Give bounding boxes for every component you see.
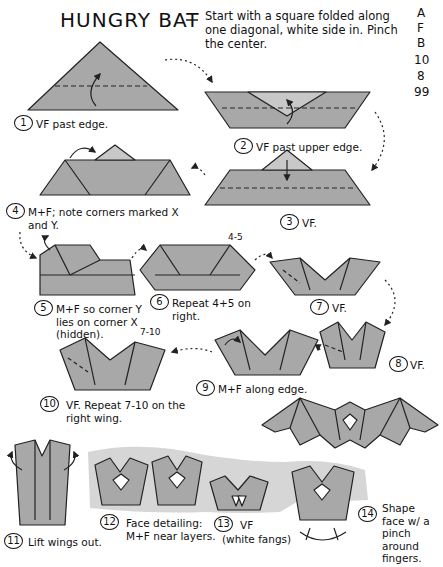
- step-instruction: (white fangs): [222, 533, 291, 546]
- step-instruction: VF: [240, 519, 253, 532]
- step-number: 8: [389, 356, 408, 372]
- step-instruction: Repeat 4+5 on right.: [172, 297, 267, 322]
- date-part: 99: [414, 85, 429, 99]
- step-number: 14: [358, 506, 377, 522]
- step-number: 7: [310, 299, 329, 315]
- date-part: 10: [414, 53, 429, 67]
- step-number: 12: [100, 514, 119, 530]
- step-number: 11: [4, 533, 23, 549]
- step-instruction: VF.: [410, 359, 425, 372]
- step-reference: 7-10: [140, 327, 160, 338]
- step-instruction: Shape face w/ a pinch around fingers.: [382, 502, 440, 565]
- step-number: 1: [14, 115, 33, 131]
- step-reference: 4-5: [228, 232, 243, 243]
- step-instruction: M+F; note corners marked X and Y.: [28, 206, 193, 231]
- step-number: 13: [214, 516, 233, 532]
- step-instruction: Lift wings out.: [28, 536, 102, 549]
- step-instruction: VF.: [302, 217, 317, 230]
- step-instruction: VF. Repeat 7-10 on the right wing.: [66, 399, 186, 424]
- step-number: 5: [34, 300, 53, 316]
- author-initial: A: [417, 6, 425, 20]
- author-initial: F: [417, 21, 424, 35]
- intro-note: Start with a square folded along one dia…: [205, 10, 410, 51]
- step-instruction: Face detailing: M+F near layers.: [126, 517, 218, 542]
- step-number: 4: [6, 203, 25, 219]
- step-number: 9: [196, 380, 215, 396]
- step-instruction: VF.: [332, 302, 347, 315]
- step-number: 6: [150, 294, 169, 310]
- author-initial: B: [417, 36, 425, 50]
- step-instruction: M+F along edge.: [218, 383, 318, 396]
- step-number: 3: [280, 214, 299, 230]
- step-instruction: VF past upper edge.: [256, 141, 362, 154]
- step-instruction: VF past edge.: [36, 118, 108, 131]
- step-number: 10: [40, 396, 59, 412]
- date-part: 8: [417, 69, 425, 83]
- title: HUNGRY BAT: [60, 8, 199, 32]
- step-number: 2: [234, 138, 253, 154]
